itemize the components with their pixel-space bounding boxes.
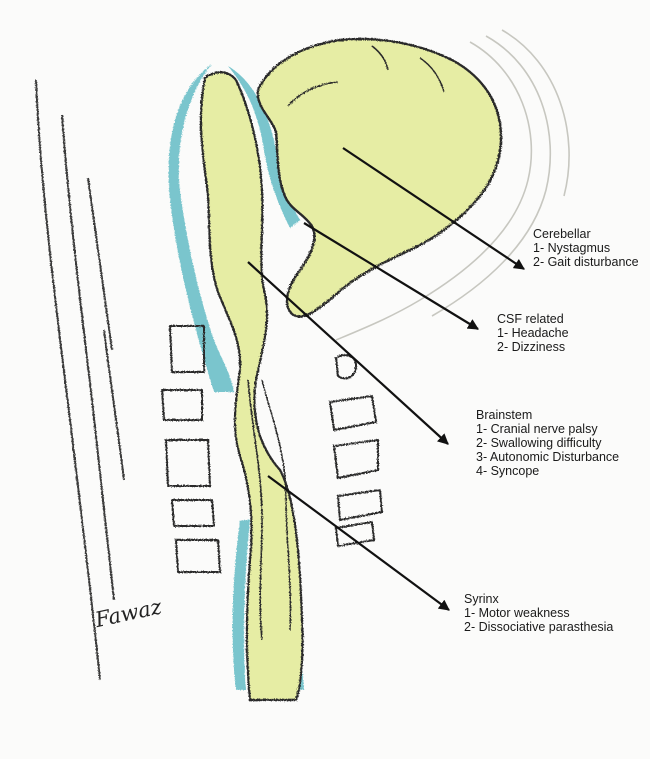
label-cerebellar: Cerebellar 1- Nystagmus 2- Gait disturba… — [533, 227, 639, 269]
posterior-vertebrae — [330, 355, 382, 546]
label-syrinx-title: Syrinx — [464, 592, 613, 606]
label-syrinx-item-2: 2- Dissociative parasthesia — [464, 620, 613, 634]
label-brainstem-item-3: 3- Autonomic Disturbance — [476, 450, 619, 464]
label-csf-item-1: 1- Headache — [497, 326, 569, 340]
label-brainstem-item-1: 1- Cranial nerve palsy — [476, 422, 619, 436]
posterior-outline-strokes — [36, 80, 124, 680]
arrow-brainstem — [248, 262, 448, 444]
label-csf-title: CSF related — [497, 312, 569, 326]
label-cerebellar-title: Cerebellar — [533, 227, 639, 241]
label-csf: CSF related 1- Headache 2- Dizziness — [497, 312, 569, 354]
label-brainstem-title: Brainstem — [476, 408, 619, 422]
label-csf-item-2: 2- Dizziness — [497, 340, 569, 354]
label-syrinx-item-1: 1- Motor weakness — [464, 606, 613, 620]
label-cerebellar-item-1: 1- Nystagmus — [533, 241, 639, 255]
label-brainstem-item-2: 2- Swallowing difficulty — [476, 436, 619, 450]
cerebellum — [258, 39, 501, 317]
label-cerebellar-item-2: 2- Gait disturbance — [533, 255, 639, 269]
label-brainstem: Brainstem 1- Cranial nerve palsy 2- Swal… — [476, 408, 619, 478]
label-brainstem-item-4: 4- Syncope — [476, 464, 619, 478]
label-syrinx: Syrinx 1- Motor weakness 2- Dissociative… — [464, 592, 613, 634]
